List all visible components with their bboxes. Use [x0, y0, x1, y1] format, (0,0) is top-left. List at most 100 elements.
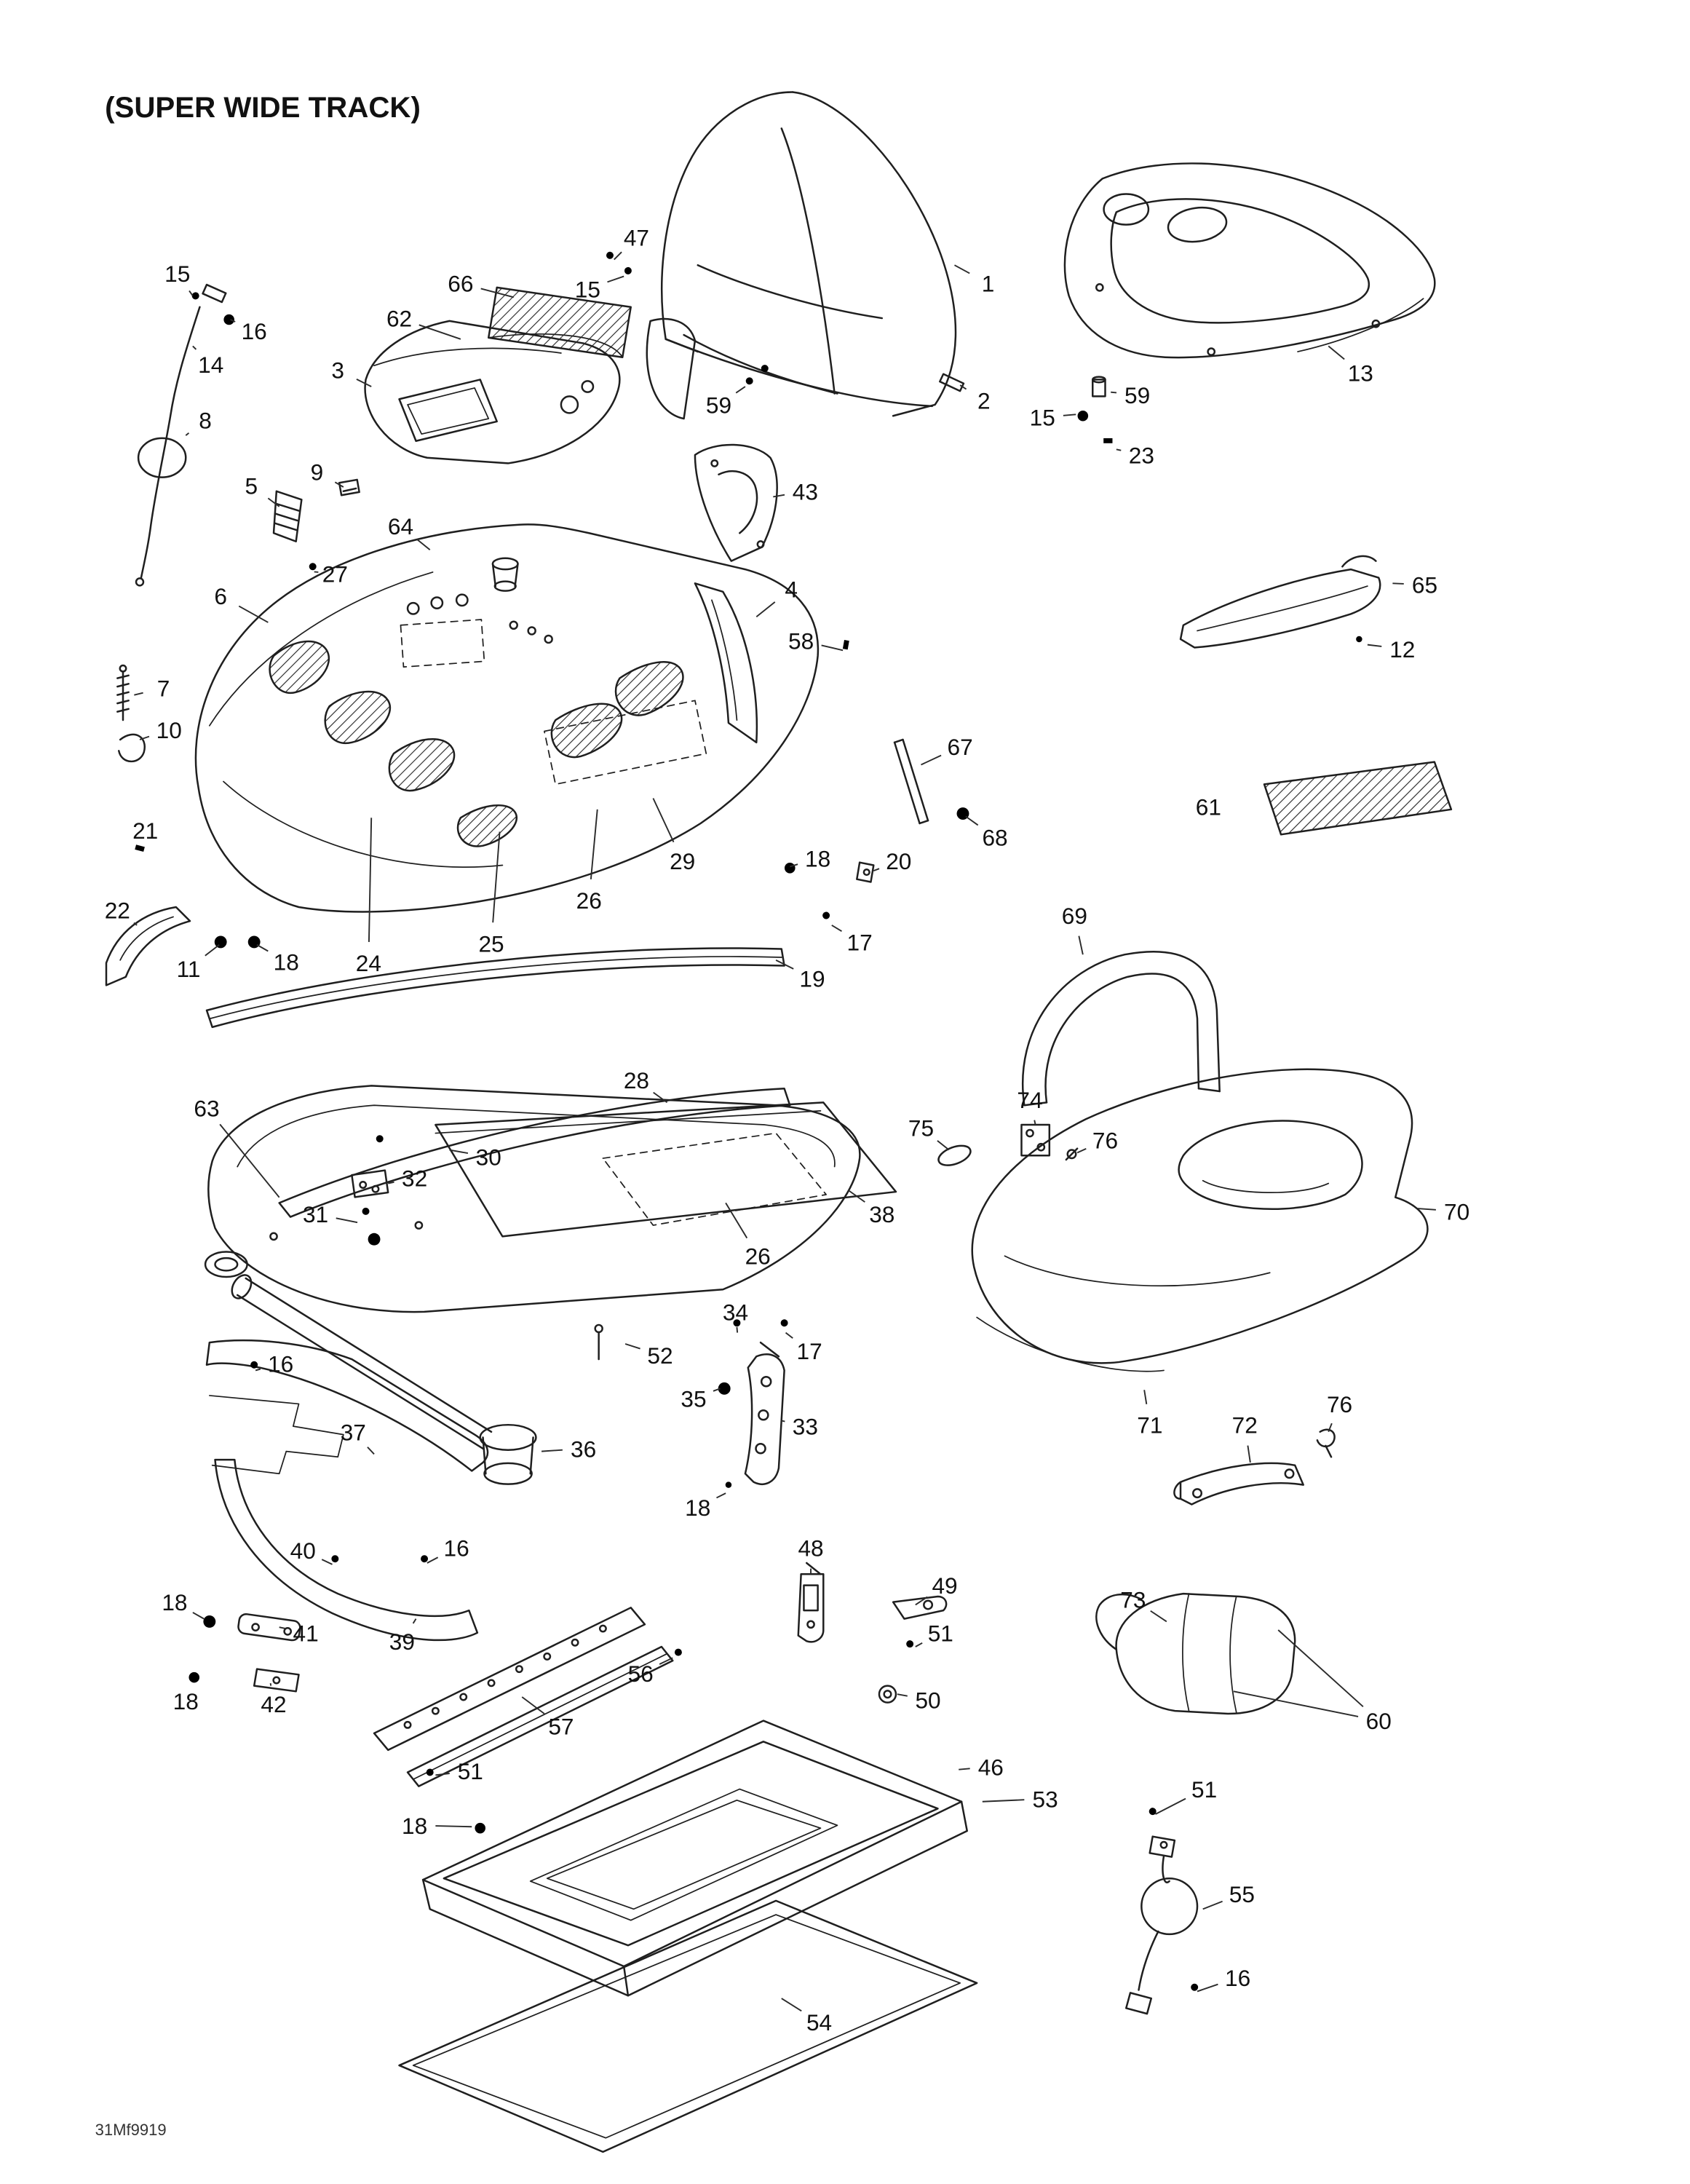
leader-line: [521, 1696, 545, 1714]
bumper-support: [205, 1339, 489, 1475]
part-label-64: 64: [388, 513, 413, 539]
leader-line: [256, 943, 269, 952]
part-label-22: 22: [105, 897, 130, 923]
foam-pad: [1263, 761, 1453, 836]
leader-line: [1143, 1390, 1148, 1404]
part-label-51: 51: [928, 1620, 953, 1646]
part-label-59: 59: [1124, 382, 1150, 408]
leader-line: [652, 798, 675, 843]
part-label-69: 69: [1062, 903, 1087, 929]
leader-line: [427, 1556, 439, 1564]
leader-line: [449, 1149, 469, 1155]
part-label-76: 76: [1327, 1391, 1352, 1417]
leader-line: [1328, 345, 1345, 360]
support-bracket: [694, 443, 778, 562]
leader-line: [334, 481, 344, 488]
grommet-50: [878, 1685, 897, 1704]
tray-mat: [398, 1899, 978, 2153]
part-label-25: 25: [478, 930, 504, 957]
part-label-76: 76: [1092, 1128, 1118, 1154]
pad-75: [937, 1144, 972, 1166]
part-label-11: 11: [177, 956, 201, 982]
windshield: [646, 91, 957, 420]
part-label-15: 15: [164, 261, 190, 287]
part-label-55: 55: [1229, 1881, 1255, 1907]
leader-line: [435, 1825, 472, 1828]
part-label-12: 12: [1389, 636, 1415, 662]
leader-line: [416, 539, 431, 551]
part-label-21: 21: [132, 818, 158, 844]
seat-strap-bracket: [1173, 1462, 1304, 1506]
part-label-49: 49: [932, 1572, 957, 1599]
part-label-33: 33: [793, 1414, 818, 1440]
leader-line: [790, 863, 798, 868]
part-label-68: 68: [982, 825, 1007, 851]
clip-76b: [1316, 1428, 1336, 1458]
part-label-46: 46: [978, 1754, 1004, 1780]
leader-line: [279, 1626, 286, 1629]
part-label-15: 15: [575, 276, 600, 302]
part-label-32: 32: [402, 1165, 427, 1191]
part-label-16: 16: [1225, 1965, 1250, 1991]
leader-line: [192, 345, 197, 350]
leader-line: [1155, 1797, 1186, 1815]
part-label-39: 39: [389, 1629, 415, 1655]
leader-line: [267, 497, 280, 507]
leader-line: [781, 1420, 785, 1423]
support-tube: [231, 1274, 537, 1485]
diagram-title: (SUPER WIDE TRACK): [105, 91, 421, 124]
leader-line: [185, 432, 190, 436]
leader-line: [139, 735, 150, 740]
part-label-30: 30: [476, 1144, 501, 1171]
fastener-column: [939, 373, 1113, 461]
leader-line: [659, 1657, 673, 1665]
part-label-24: 24: [356, 950, 381, 976]
hood-top-panel: [1063, 162, 1436, 359]
bracket-42: [253, 1668, 300, 1693]
part-label-26: 26: [576, 887, 602, 914]
part-label-58: 58: [788, 628, 814, 654]
document-code: 31Mf9919: [95, 2121, 167, 2139]
leader-line: [336, 1217, 358, 1224]
part-label-74: 74: [1017, 1087, 1042, 1113]
leader-line: [755, 601, 776, 618]
latch-plate-49: [892, 1595, 948, 1620]
part-label-6: 6: [214, 583, 227, 609]
part-label-18: 18: [805, 845, 830, 871]
leader-line: [954, 264, 970, 274]
part-label-61: 61: [1196, 794, 1221, 820]
part-label-41: 41: [293, 1620, 319, 1646]
leader-line: [1063, 414, 1076, 416]
part-label-18: 18: [274, 949, 299, 975]
leader-line: [915, 1642, 923, 1647]
leader-line: [821, 644, 844, 652]
leader-line: [624, 1343, 640, 1350]
leader-line: [1076, 1148, 1087, 1154]
pillar-trim: [105, 906, 191, 986]
part-label-62: 62: [386, 306, 412, 332]
leader-line: [873, 868, 880, 872]
windshield-trim: [694, 582, 758, 744]
part-label-67: 67: [948, 734, 973, 760]
leader-line: [1078, 935, 1084, 955]
leader-line: [255, 1368, 261, 1372]
latch-bracket-74: [1020, 1123, 1051, 1157]
grille-stack: [272, 490, 303, 543]
leader-line: [1247, 1445, 1251, 1463]
leader-line: [607, 275, 624, 283]
muffler: [1095, 1592, 1296, 1715]
leader-line: [735, 386, 746, 394]
leader-line: [1233, 1690, 1359, 1717]
part-label-71: 71: [1137, 1412, 1162, 1439]
pull-cable: [135, 283, 227, 587]
part-label-51: 51: [458, 1758, 483, 1784]
part-label-26: 26: [745, 1243, 771, 1270]
part-label-29: 29: [670, 848, 695, 874]
leader-lines: [133, 251, 1436, 2012]
leader-line: [775, 959, 794, 970]
bumper: [214, 1458, 479, 1642]
leader-line: [959, 1768, 970, 1770]
grab-handle: [1021, 951, 1221, 1107]
part-label-35: 35: [681, 1385, 706, 1412]
